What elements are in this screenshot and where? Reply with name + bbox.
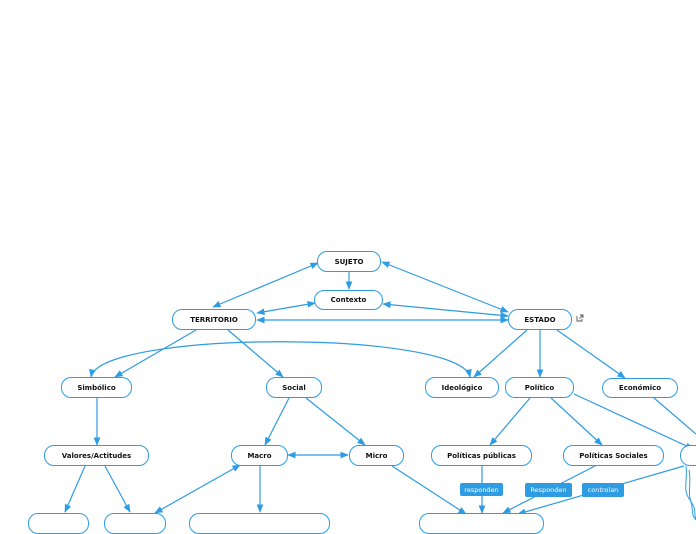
edge-contexto-estado [382, 301, 509, 319]
edge-social-macro [264, 397, 290, 446]
node-economico[interactable]: Económico [602, 378, 678, 398]
edge-curve-simbolico-ideologico [89, 341, 472, 378]
node-politicas-publicas[interactable]: Políticas públicas [431, 445, 532, 466]
node-bottom-1[interactable] [28, 513, 89, 534]
external-link-icon[interactable] [576, 314, 584, 322]
edge-social-micro [305, 397, 366, 446]
node-simbolico[interactable]: Simbólico [61, 377, 132, 398]
edge-politico-pp [489, 397, 531, 446]
node-politico[interactable]: Político [505, 377, 574, 398]
edge-sujeto-estado [381, 261, 509, 313]
link-label-responden: responden [460, 483, 503, 496]
edge-micro-bottom [391, 465, 467, 515]
connector-lines [64, 261, 696, 520]
edge-valores-right [104, 465, 131, 513]
edge-bottom-macro [154, 464, 241, 514]
node-valores-actitudes[interactable]: Valores/Actitudes [44, 445, 149, 466]
node-micro[interactable]: Micro [349, 445, 404, 466]
edge-politico-ps [550, 397, 603, 446]
node-macro[interactable]: Macro [231, 445, 288, 466]
edge-economico-right [653, 397, 696, 435]
edge-territorio-simbolico [114, 329, 197, 378]
node-right-partial[interactable] [680, 445, 696, 466]
edge-right-scribble [685, 465, 696, 520]
node-politicas-sociales[interactable]: Políticas Sociales [563, 445, 664, 466]
node-bottom-2[interactable] [104, 513, 166, 534]
node-bottom-4[interactable] [419, 513, 544, 534]
edge-sujeto-territorio [212, 262, 319, 308]
link-label-responden-upper: Responden [525, 483, 572, 497]
node-social[interactable]: Social [266, 377, 322, 398]
node-contexto[interactable]: Contexto [314, 290, 383, 310]
edge-estado-economico [556, 329, 626, 379]
node-estado[interactable]: ESTADO [508, 309, 572, 330]
node-ideologico[interactable]: Ideológico [425, 377, 499, 398]
edge-estado-ideologico [473, 329, 528, 378]
edge-contexto-territorio [256, 300, 316, 316]
edge-territorio-social [227, 329, 284, 378]
edge-valores-left [64, 465, 86, 513]
node-bottom-3[interactable] [189, 513, 330, 534]
node-territorio[interactable]: TERRITORIO [172, 309, 256, 330]
link-label-controlan: controlan [582, 483, 624, 497]
node-sujeto[interactable]: SUJETO [317, 251, 381, 272]
edge-politico-right [573, 393, 694, 450]
